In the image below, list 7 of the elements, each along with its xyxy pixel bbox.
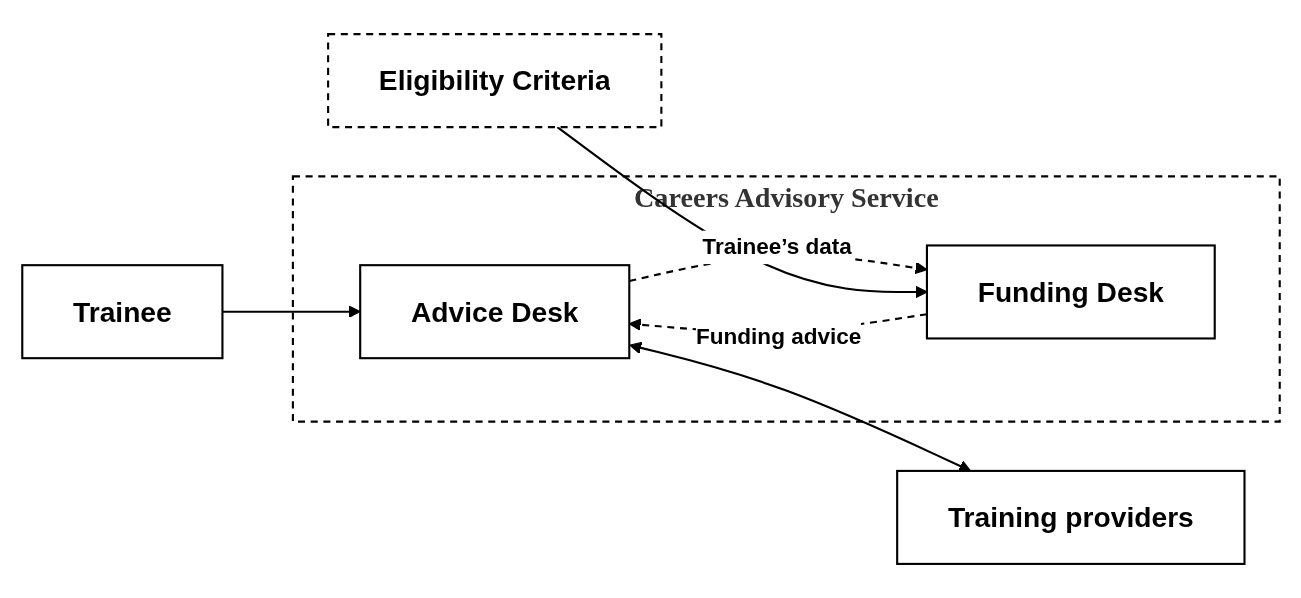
edge-label: Trainee’s data [701,234,852,259]
edge-label: Funding advice [695,324,861,349]
node-box: Advice Desk [358,264,630,360]
node-box: Funding Desk [925,244,1216,340]
node-box: Training providers [895,469,1246,565]
node-box: Eligibility Criteria [326,33,662,129]
node-box: Trainee [20,264,223,360]
